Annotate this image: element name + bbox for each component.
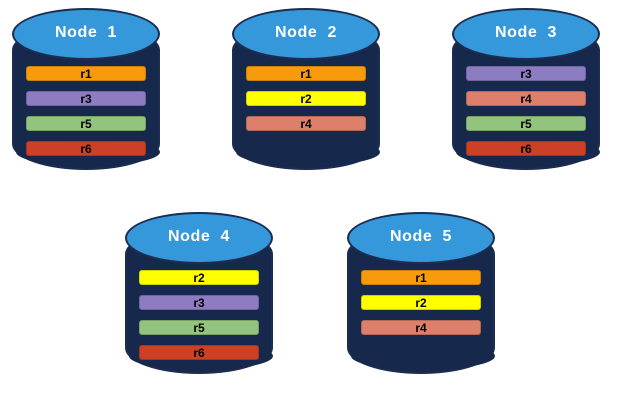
replica-label: r4	[520, 91, 532, 106]
replica-label: r5	[520, 116, 532, 131]
replica-label: r4	[415, 320, 427, 335]
replica-bar-r3[interactable]: r3	[466, 66, 586, 81]
replica-label: r1	[80, 66, 92, 81]
replica-label: r3	[80, 91, 92, 106]
cylinder-top: Node 1	[12, 8, 160, 60]
replica-bar-r2[interactable]: r2	[361, 295, 481, 310]
replica-label: r2	[300, 91, 312, 106]
replica-bar-r2[interactable]: r2	[246, 91, 366, 106]
replica-list: r2 r3 r5 r6	[139, 270, 259, 360]
replica-list: r1 r2 r4	[361, 270, 481, 335]
replica-label: r2	[193, 270, 205, 285]
replica-list: r1 r2 r4	[246, 66, 366, 131]
cylinder-top: Node 5	[347, 212, 495, 264]
replica-bar-r5[interactable]: r5	[139, 320, 259, 335]
node-title: Node 5	[390, 228, 452, 245]
node-title: Node 3	[495, 24, 557, 41]
replica-bar-r6[interactable]: r6	[26, 141, 146, 156]
node-cylinder-5[interactable]: Node 5 r1 r2 r4	[347, 212, 495, 390]
node-title: Node 2	[275, 24, 337, 41]
replica-bar-r6[interactable]: r6	[466, 141, 586, 156]
replica-bar-r1[interactable]: r1	[26, 66, 146, 81]
replica-label: r4	[300, 116, 312, 131]
node-cylinder-1[interactable]: Node 1 r1 r3 r5 r6	[12, 8, 160, 186]
replica-list: r3 r4 r5 r6	[466, 66, 586, 156]
cylinder-bottom	[351, 342, 495, 370]
node-title: Node 4	[168, 228, 230, 245]
replica-bar-r5[interactable]: r5	[466, 116, 586, 131]
replica-bar-r4[interactable]: r4	[361, 320, 481, 335]
cylinder-top: Node 3	[452, 8, 600, 60]
replica-bar-r4[interactable]: r4	[466, 91, 586, 106]
replica-bar-r5[interactable]: r5	[26, 116, 146, 131]
replica-bar-r4[interactable]: r4	[246, 116, 366, 131]
replica-label: r5	[80, 116, 92, 131]
replica-label: r6	[193, 345, 205, 360]
replica-label: r2	[415, 295, 427, 310]
replica-bar-r1[interactable]: r1	[246, 66, 366, 81]
node-cylinder-4[interactable]: Node 4 r2 r3 r5 r6	[125, 212, 273, 390]
replica-list: r1 r3 r5 r6	[26, 66, 146, 156]
node-cylinder-2[interactable]: Node 2 r1 r2 r4	[232, 8, 380, 186]
node-title: Node 1	[55, 24, 117, 41]
replica-label: r1	[415, 270, 427, 285]
cylinder-top: Node 4	[125, 212, 273, 264]
replica-label: r5	[193, 320, 205, 335]
replica-bar-r2[interactable]: r2	[139, 270, 259, 285]
replica-label: r1	[300, 66, 312, 81]
replica-bar-r3[interactable]: r3	[139, 295, 259, 310]
replica-label: r6	[80, 141, 92, 156]
replica-bar-r1[interactable]: r1	[361, 270, 481, 285]
cylinder-top: Node 2	[232, 8, 380, 60]
replica-bar-r3[interactable]: r3	[26, 91, 146, 106]
node-cylinder-3[interactable]: Node 3 r3 r4 r5 r6	[452, 8, 600, 186]
replica-label: r3	[520, 66, 532, 81]
replica-bar-r6[interactable]: r6	[139, 345, 259, 360]
cylinder-bottom	[236, 138, 380, 166]
replica-label: r3	[193, 295, 205, 310]
replica-label: r6	[520, 141, 532, 156]
